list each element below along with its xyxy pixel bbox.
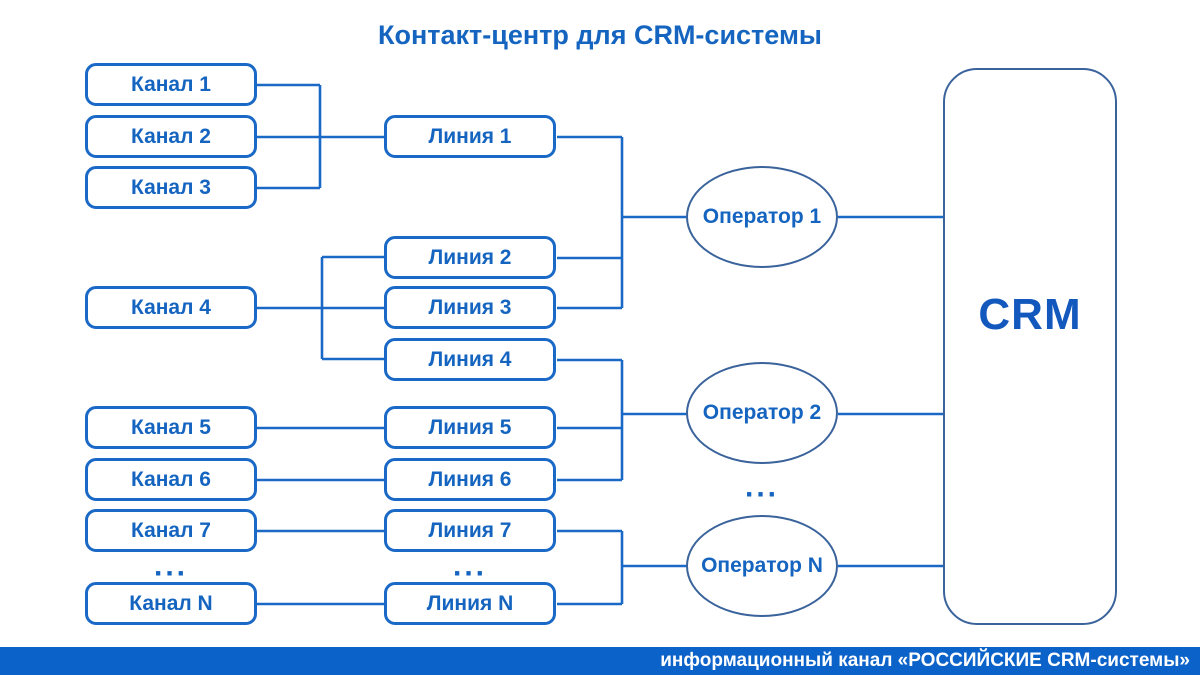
node-channel-7-label: Канал 7 bbox=[131, 518, 211, 542]
node-line-4-label: Линия 4 bbox=[428, 347, 512, 371]
node-operator-n: Оператор N bbox=[686, 515, 838, 617]
node-line-1: Линия 1 bbox=[384, 115, 556, 158]
node-channel-6-label: Канал 6 bbox=[131, 467, 211, 491]
node-line-6: Линия 6 bbox=[384, 458, 556, 501]
node-channel-1: Канал 1 bbox=[85, 63, 257, 106]
node-line-3: Линия 3 bbox=[384, 286, 556, 329]
node-channel-3-label: Канал 3 bbox=[131, 175, 211, 199]
node-channel-n-label: Канал N bbox=[129, 591, 213, 615]
channels-ellipsis: ... bbox=[153, 549, 189, 583]
lines-ellipsis: ... bbox=[452, 549, 488, 583]
node-line-n-label: Линия N bbox=[426, 591, 514, 615]
node-line-4: Линия 4 bbox=[384, 338, 556, 381]
node-line-7: Линия 7 bbox=[384, 509, 556, 552]
node-channel-5-label: Канал 5 bbox=[131, 415, 211, 439]
node-operator-2: Оператор 2 bbox=[686, 362, 838, 464]
node-channel-3: Канал 3 bbox=[85, 166, 257, 209]
node-line-n: Линия N bbox=[384, 582, 556, 625]
node-operator-1-label: Оператор 1 bbox=[702, 205, 822, 228]
operators-ellipsis: ... bbox=[744, 470, 780, 504]
node-channel-1-label: Канал 1 bbox=[131, 72, 211, 96]
node-line-7-label: Линия 7 bbox=[428, 518, 512, 542]
node-channel-n: Канал N bbox=[85, 582, 257, 625]
node-channel-2: Канал 2 bbox=[85, 115, 257, 158]
node-channel-2-label: Канал 2 bbox=[131, 124, 211, 148]
node-line-5: Линия 5 bbox=[384, 406, 556, 449]
node-channel-6: Канал 6 bbox=[85, 458, 257, 501]
node-line-2: Линия 2 bbox=[384, 236, 556, 279]
node-channel-4-label: Канал 4 bbox=[131, 295, 211, 319]
node-channel-4: Канал 4 bbox=[85, 286, 257, 329]
node-line-3-label: Линия 3 bbox=[428, 295, 512, 319]
node-line-1-label: Линия 1 bbox=[428, 124, 512, 148]
footer-bar: информационный канал «РОССИЙСКИЕ CRM-сис… bbox=[0, 647, 1200, 675]
node-operator-1: Оператор 1 bbox=[686, 166, 838, 268]
node-operator-2-label: Оператор 2 bbox=[702, 401, 822, 424]
node-operator-n-label: Оператор N bbox=[701, 554, 823, 577]
footer-text: информационный канал «РОССИЙСКИЕ CRM-сис… bbox=[660, 650, 1190, 671]
node-line-6-label: Линия 6 bbox=[428, 467, 512, 491]
node-crm-label: CRM bbox=[978, 290, 1082, 339]
node-crm bbox=[943, 68, 1117, 625]
node-channel-5: Канал 5 bbox=[85, 406, 257, 449]
node-line-2-label: Линия 2 bbox=[428, 245, 512, 269]
node-line-5-label: Линия 5 bbox=[428, 415, 512, 439]
node-channel-7: Канал 7 bbox=[85, 509, 257, 552]
diagram-title: Контакт-центр для CRM-системы bbox=[378, 20, 822, 50]
